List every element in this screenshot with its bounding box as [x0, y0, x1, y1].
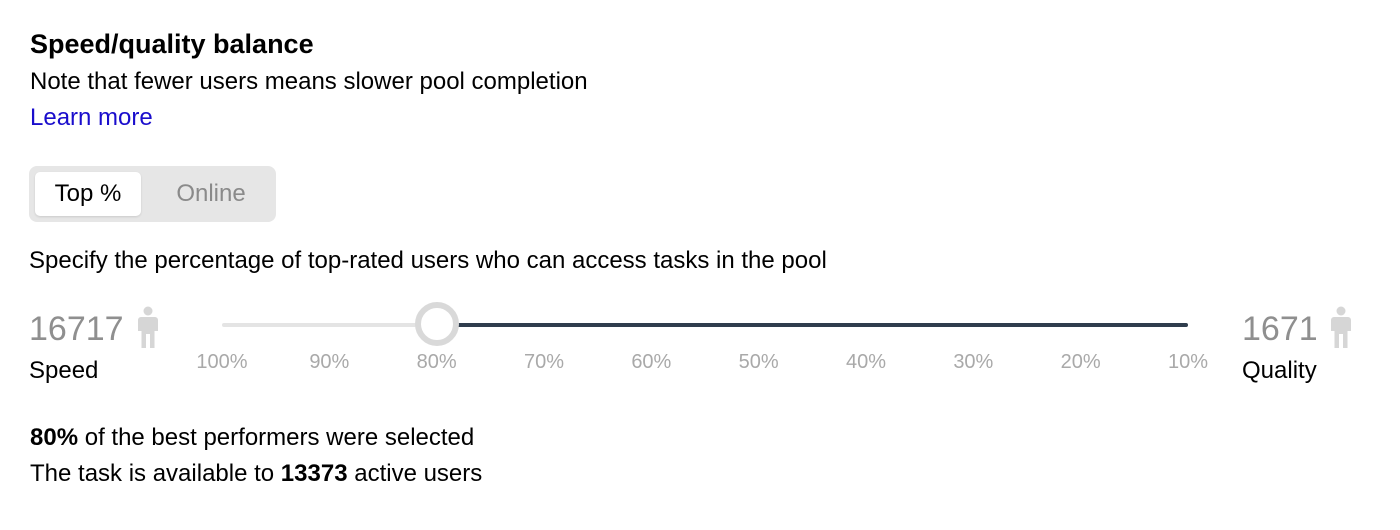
slider-tick-label: 30%: [953, 351, 994, 373]
learn-more-link[interactable]: Learn more: [30, 104, 153, 131]
tab-online[interactable]: Online: [176, 180, 246, 207]
availability-suffix: active users: [347, 460, 483, 487]
completion-note: Note that fewer users means slower pool …: [30, 68, 588, 95]
speed-label: Speed: [29, 357, 99, 384]
selected-percent-value: 80%: [30, 424, 79, 451]
speed-user-count: 16717: [29, 310, 124, 348]
quality-label: Quality: [1242, 357, 1317, 384]
slider-tick-label: 20%: [1060, 351, 1101, 373]
selection-summary: 80% of the best performers were selected: [30, 422, 474, 454]
tab-top-percent[interactable]: Top %: [35, 172, 141, 216]
slider-track-fill: [436, 323, 1188, 327]
slider-description: Specify the percentage of top-rated user…: [29, 247, 827, 274]
mode-toggle: Top % Online: [29, 166, 276, 222]
slider-tick-label: 100%: [196, 351, 248, 373]
availability-summary: The task is available to 13373 active us…: [30, 458, 482, 490]
slider-tick-label: 40%: [845, 351, 887, 373]
slider-tick-label: 10%: [1167, 351, 1209, 373]
person-icon: [1331, 306, 1351, 348]
slider-thumb[interactable]: [414, 302, 459, 346]
slider-tick-label: 80%: [416, 351, 457, 373]
percentage-slider[interactable]: [222, 300, 1188, 350]
quality-user-count: 1671: [1242, 310, 1318, 348]
selected-percent-text: of the best performers were selected: [78, 424, 475, 451]
active-users-count: 13373: [280, 460, 348, 487]
page-title: Speed/quality balance: [30, 29, 314, 59]
slider-tick-label: 70%: [523, 351, 565, 373]
person-icon: [138, 306, 158, 348]
slider-tick-label: 90%: [309, 351, 350, 373]
slider-tick-label: 50%: [738, 351, 779, 373]
availability-prefix: The task is available to: [30, 460, 281, 487]
slider-tick-label: 60%: [631, 351, 672, 373]
